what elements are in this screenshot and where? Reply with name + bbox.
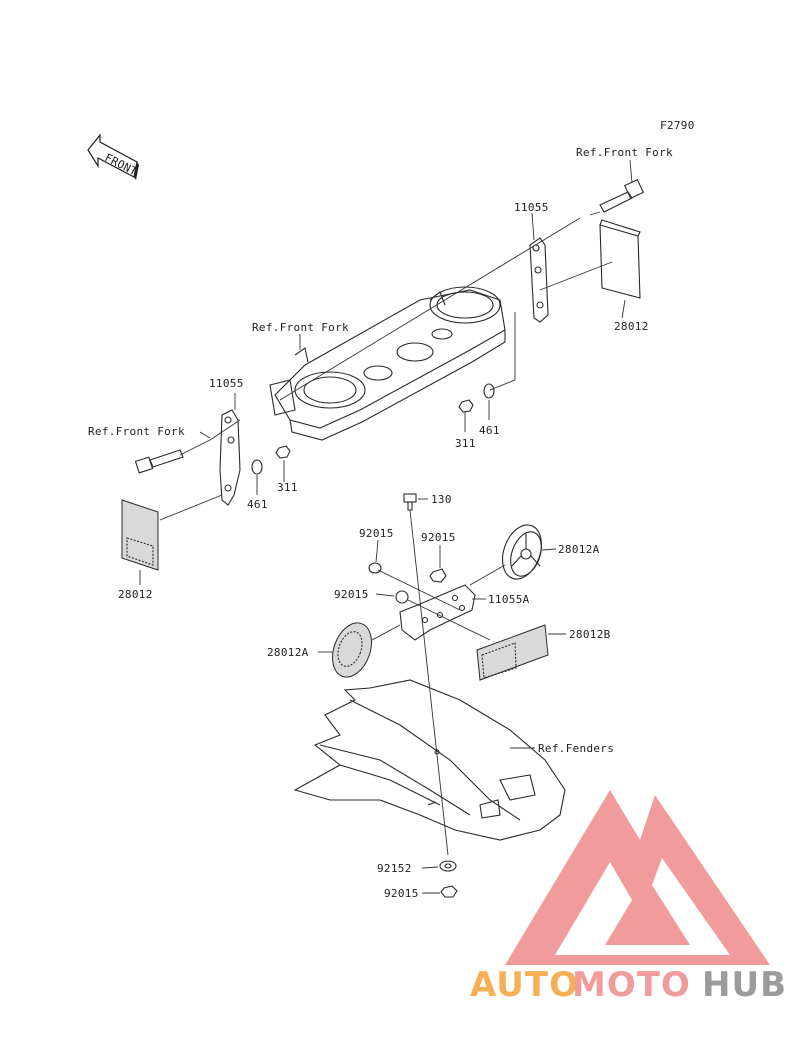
callout-28012B: 28012B [569,628,611,641]
bolt-right-upper [599,178,645,213]
callout-28012A-left: 28012A [267,646,309,659]
bracket-11055-left [219,409,241,506]
callout-11055A: 11055A [488,593,530,606]
nut-311-left [275,445,291,459]
reflector-28012A-right [502,524,542,580]
callout-92015-bottom: 92015 [384,887,419,900]
washer-92015-a [368,562,382,574]
assembly-lines-upper [159,211,613,521]
logo-auto: AUTO [470,965,579,1005]
washer-461-left [251,459,263,475]
callout-92015-b: 92015 [421,531,456,544]
washer-92015-b [429,568,447,583]
callout-28012A-right: 28012A [558,543,600,556]
logo-moto: MOTO [572,965,691,1005]
callout-11055-right: 11055 [514,201,549,214]
callout-11055-left: 11055 [209,377,244,390]
callout-92015-a: 92015 [359,527,394,540]
front-arrow-icon: FRONT [87,133,139,180]
bolt-130 [403,493,417,511]
callout-92015-c: 92015 [334,588,369,601]
bracket-11055A [399,584,476,641]
reflector-28012A-left [332,622,372,678]
reflector-28012B [476,624,549,681]
logo-hub: HUB [702,965,787,1005]
bolt-left [134,449,184,474]
bracket-11055-right [529,237,549,323]
callout-ref-front-fork-left: Ref.Front Fork [88,425,185,438]
washer-92015-bottom [440,885,458,898]
callout-ref-front-fork-top: Ref.Front Fork [576,146,673,159]
reflector-28012-left [121,499,159,571]
logo-mark-icon [505,790,770,965]
callout-28012-right: 28012 [614,320,649,333]
callout-ref-fenders: Ref.Fenders [538,742,614,755]
nut-311-right [458,399,474,413]
callout-130: 130 [431,493,452,506]
callout-461-left: 461 [247,498,268,511]
callout-311-right: 311 [455,437,476,450]
figure-code: F2790 [660,119,695,132]
reflector-28012-right [599,219,641,299]
front-fender [293,679,566,841]
washer-461-right [483,383,495,399]
washer-92015-c [395,590,409,604]
assembly-lines-lower [371,564,506,641]
washer-92152 [439,860,457,872]
callout-ref-front-fork-mid: Ref.Front Fork [252,321,349,334]
callout-28012-left: 28012 [118,588,153,601]
callout-92152: 92152 [377,862,412,875]
callout-labels: Ref.Front Fork 11055 28012 Ref.Front For… [88,146,673,900]
callout-461-right: 461 [479,424,500,437]
front-fork-upper-bracket [269,286,506,441]
automotohub-logo: AUTO MOTO HUB [470,790,787,1005]
callout-311-left: 311 [277,481,298,494]
callout-leaders [139,159,633,894]
